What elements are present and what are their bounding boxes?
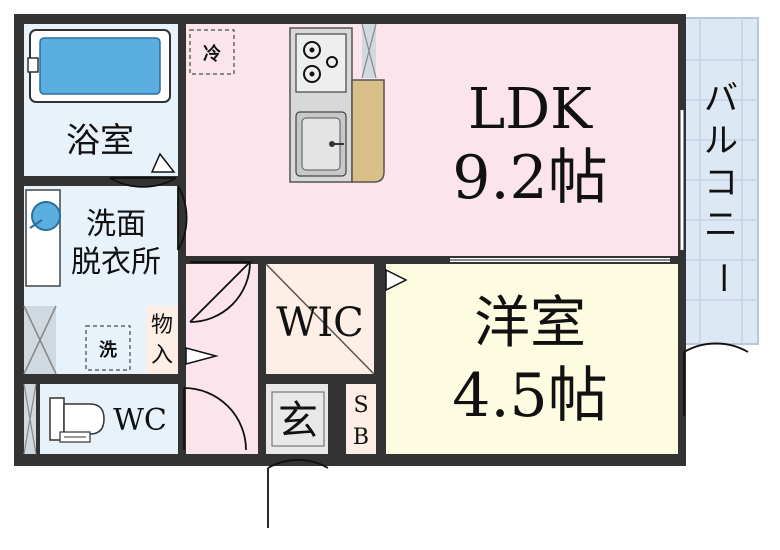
entrance-box	[271, 391, 325, 447]
door-wic-arrow	[385, 268, 408, 292]
bath-label: 浴室	[66, 121, 134, 161]
washroom-label-2: 脱衣所	[71, 245, 161, 280]
shaft-left-upper	[23, 305, 57, 375]
door-entrance	[267, 459, 329, 528]
door-wc	[183, 387, 247, 451]
door-balcony	[683, 342, 749, 416]
bathtub-icon	[27, 29, 171, 103]
shaft-left-lower	[23, 383, 37, 455]
entrance-area	[266, 384, 328, 454]
balcony-char-1: バ	[704, 79, 738, 119]
door-wash	[177, 185, 188, 251]
balcony-label: バ ル コ ニ ー	[701, 79, 741, 295]
ldk-label: LDK	[468, 77, 593, 142]
western-room	[386, 264, 678, 454]
balcony-char-4: ニ	[704, 205, 738, 245]
washbasin-icon	[25, 189, 61, 287]
washer-label: 洗	[99, 339, 117, 361]
washer-marker	[85, 325, 131, 371]
ldk-room	[186, 24, 678, 256]
shaft-kitchen	[361, 23, 377, 79]
storage-label-2: 入	[151, 343, 173, 368]
wc-label: WC	[113, 403, 167, 438]
ldk-size: 9.2帖	[452, 143, 607, 213]
sb-label-1: S	[353, 393, 368, 418]
balcony-char-5: ー	[701, 261, 741, 295]
toilet-icon	[49, 397, 105, 443]
door-hall-1	[189, 261, 253, 323]
fridge-marker	[189, 29, 235, 75]
wic-diagonal	[265, 263, 375, 375]
stove-icon	[295, 33, 347, 93]
sink-icon	[295, 111, 347, 177]
balcony	[683, 17, 759, 345]
door-bath	[109, 177, 177, 188]
storage-label-1: 物	[151, 313, 173, 338]
entrance-label: 玄	[278, 398, 318, 444]
kitchen-counter	[289, 27, 385, 183]
wic-label: WIC	[276, 300, 364, 346]
western-label: 洋室	[474, 291, 586, 356]
western-size: 4.5帖	[452, 361, 607, 431]
balcony-char-3: コ	[704, 163, 738, 203]
balcony-char-2: ル	[704, 121, 738, 161]
fridge-label: 冷	[203, 43, 221, 65]
sb-closet	[346, 384, 376, 454]
door-bath-arrow	[150, 152, 176, 173]
washroom-label-1: 洗面	[86, 207, 146, 242]
sb-label-2: B	[353, 425, 369, 450]
door-storage-arrow	[185, 347, 219, 365]
storage-closet	[146, 306, 178, 374]
